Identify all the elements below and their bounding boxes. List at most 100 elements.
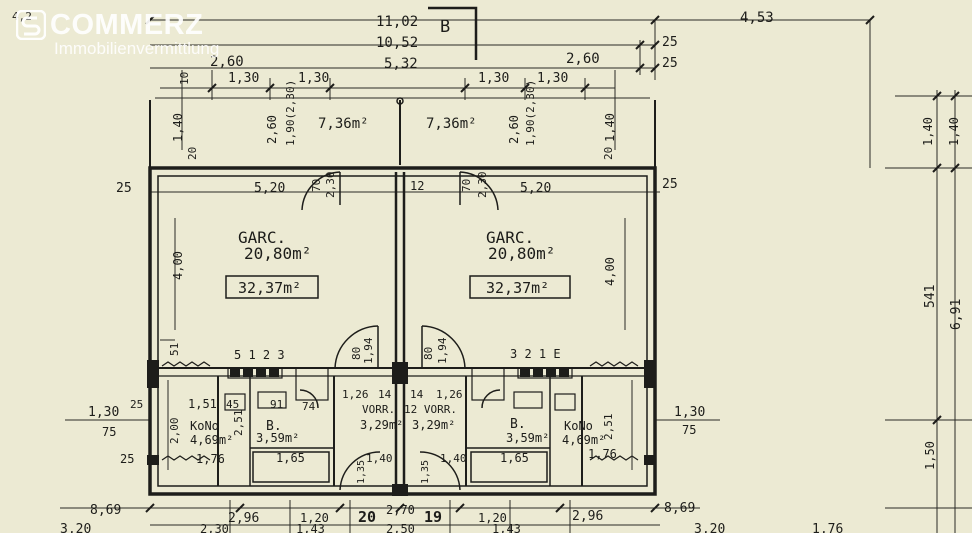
dim-80: 80 bbox=[350, 347, 363, 360]
dim-194: 1,94 bbox=[436, 337, 449, 364]
dim-45: 45 bbox=[226, 398, 239, 411]
room-labels: B 7,36m² 7,36m² GARC. 20,80m² 32,37m² GA… bbox=[190, 17, 605, 526]
dim-296: 2,96 bbox=[572, 509, 603, 524]
vorr-left-area: 3,29m² bbox=[360, 418, 403, 432]
bath-left-area: 3,59m² bbox=[256, 431, 299, 445]
wall-piers bbox=[147, 360, 656, 496]
dim-140: 1,40 bbox=[366, 452, 393, 465]
bath-right-area: 3,59m² bbox=[506, 431, 549, 445]
dim-140: 1,40 bbox=[603, 113, 617, 142]
dim-91: 91 bbox=[270, 398, 283, 411]
dim-869: 8,69 bbox=[664, 501, 695, 516]
door-swing-right bbox=[421, 325, 466, 369]
dim-130: 1,30 bbox=[537, 71, 568, 86]
dim-130: 1,30 bbox=[298, 71, 329, 86]
carport-outline bbox=[149, 100, 656, 170]
dim-194: 1,94 bbox=[362, 337, 375, 364]
kono-right-name: KoNo bbox=[564, 419, 593, 433]
top-right-area: 7,36m² bbox=[426, 116, 477, 132]
dim-520: 5,20 bbox=[520, 181, 551, 196]
dim-140: 1,40 bbox=[921, 117, 935, 146]
dim-120: 1,20 bbox=[478, 511, 507, 525]
leader-lines bbox=[167, 218, 633, 533]
vorr-left-name: VORR. bbox=[362, 403, 395, 416]
vorr-right-name: 12 VORR. bbox=[404, 403, 457, 416]
dim-251: 2,51 bbox=[232, 410, 245, 437]
dim-541: 541 bbox=[923, 285, 938, 308]
dim-75: 75 bbox=[102, 425, 116, 439]
dim-260-left: 2,60 bbox=[210, 54, 244, 70]
entry-door-right bbox=[419, 451, 461, 491]
dim-260: 2,60 bbox=[507, 115, 521, 144]
dim-320: 3,20 bbox=[60, 522, 91, 533]
dim-400: 4,00 bbox=[603, 257, 617, 286]
dim-140: 1,40 bbox=[171, 113, 185, 142]
commerz-watermark: COMMERZ Immobilienvermittlung bbox=[16, 10, 219, 59]
dim-143: 1,43 bbox=[492, 522, 521, 533]
dim-25: 25 bbox=[120, 452, 134, 466]
stair-left-label: 5 1 2 3 bbox=[234, 348, 285, 362]
kono-right-area: 4,69m² bbox=[562, 433, 605, 447]
bathtub-right bbox=[470, 451, 548, 483]
dim-135: 1,35 bbox=[356, 460, 367, 484]
dim-176: 1,76 bbox=[588, 447, 617, 461]
door-swings bbox=[299, 171, 501, 491]
dim-right-offset: 4,53 bbox=[740, 10, 774, 26]
dim-74: 74 bbox=[302, 400, 316, 413]
dim-230: 2,30 bbox=[200, 522, 229, 533]
dimension-lines bbox=[60, 19, 972, 533]
dim-70: 70 bbox=[460, 179, 473, 192]
dim-200: 2,00 bbox=[168, 418, 181, 445]
dim-75: 75 bbox=[682, 423, 696, 437]
garage-right-area: 20,80m² bbox=[488, 244, 555, 263]
kono-left-area: 4,69m² bbox=[190, 433, 233, 447]
dim-165: 1,65 bbox=[500, 451, 529, 465]
garage-right-name: GARC. bbox=[486, 228, 534, 247]
dim-251: 2,51 bbox=[602, 414, 615, 441]
dim-51: 51 bbox=[168, 343, 181, 356]
top-left-area: 7,36m² bbox=[318, 116, 369, 132]
dim-151: 1,51 bbox=[188, 397, 217, 411]
dim-10: 10 bbox=[178, 72, 191, 85]
stair-treads bbox=[227, 367, 573, 379]
garage-left-total: 32,37m² bbox=[238, 279, 301, 297]
dim-400: 4,00 bbox=[171, 251, 185, 280]
window-symbols bbox=[161, 361, 639, 461]
door-swing-left bbox=[334, 325, 379, 369]
dim-20: 20 bbox=[186, 147, 199, 160]
total-box-left bbox=[225, 275, 319, 299]
garage-left-area: 20,80m² bbox=[244, 244, 311, 263]
dim-70: 70 bbox=[310, 179, 323, 192]
stair-right-label: 3 2 1 E bbox=[510, 347, 561, 361]
door-swing-upper-right bbox=[459, 171, 499, 211]
dim-120: 1,20 bbox=[300, 511, 329, 525]
dim-190: 1,90(2,30) bbox=[524, 80, 537, 146]
bath-right-name: B. bbox=[510, 417, 526, 432]
unit-number-right: 19 bbox=[424, 508, 442, 526]
dim-691: 6,91 bbox=[949, 299, 964, 330]
section-marker-label: B bbox=[440, 17, 450, 37]
dim-14: 14 bbox=[378, 388, 392, 401]
dim-126: 1,26 bbox=[436, 388, 463, 401]
post-marker bbox=[396, 97, 404, 105]
dim-126: 1,26 bbox=[342, 388, 369, 401]
dim-135: 1,35 bbox=[420, 460, 431, 484]
entry-door-left bbox=[339, 451, 381, 491]
dim-1052: 10,52 bbox=[376, 35, 418, 51]
bathtub-left bbox=[252, 451, 330, 483]
dim-25: 25 bbox=[130, 398, 143, 411]
dim-190: 1,90(2,30) bbox=[284, 80, 297, 146]
dim-140: 1,40 bbox=[440, 452, 467, 465]
dim-176: 1,76 bbox=[196, 452, 225, 466]
dim-12: 12 bbox=[410, 179, 424, 193]
brand-tagline: Immobilienvermittlung bbox=[54, 39, 220, 58]
dim-130: 1,30 bbox=[88, 405, 119, 420]
dim-130: 1,30 bbox=[478, 71, 509, 86]
garage-left-name: GARC. bbox=[238, 228, 286, 247]
dim-140: 1,40 bbox=[947, 117, 961, 146]
dim-250: 2,50 bbox=[386, 522, 415, 533]
dim-overall-length: 11,02 bbox=[376, 14, 418, 30]
dim-260: 2,60 bbox=[265, 115, 279, 144]
